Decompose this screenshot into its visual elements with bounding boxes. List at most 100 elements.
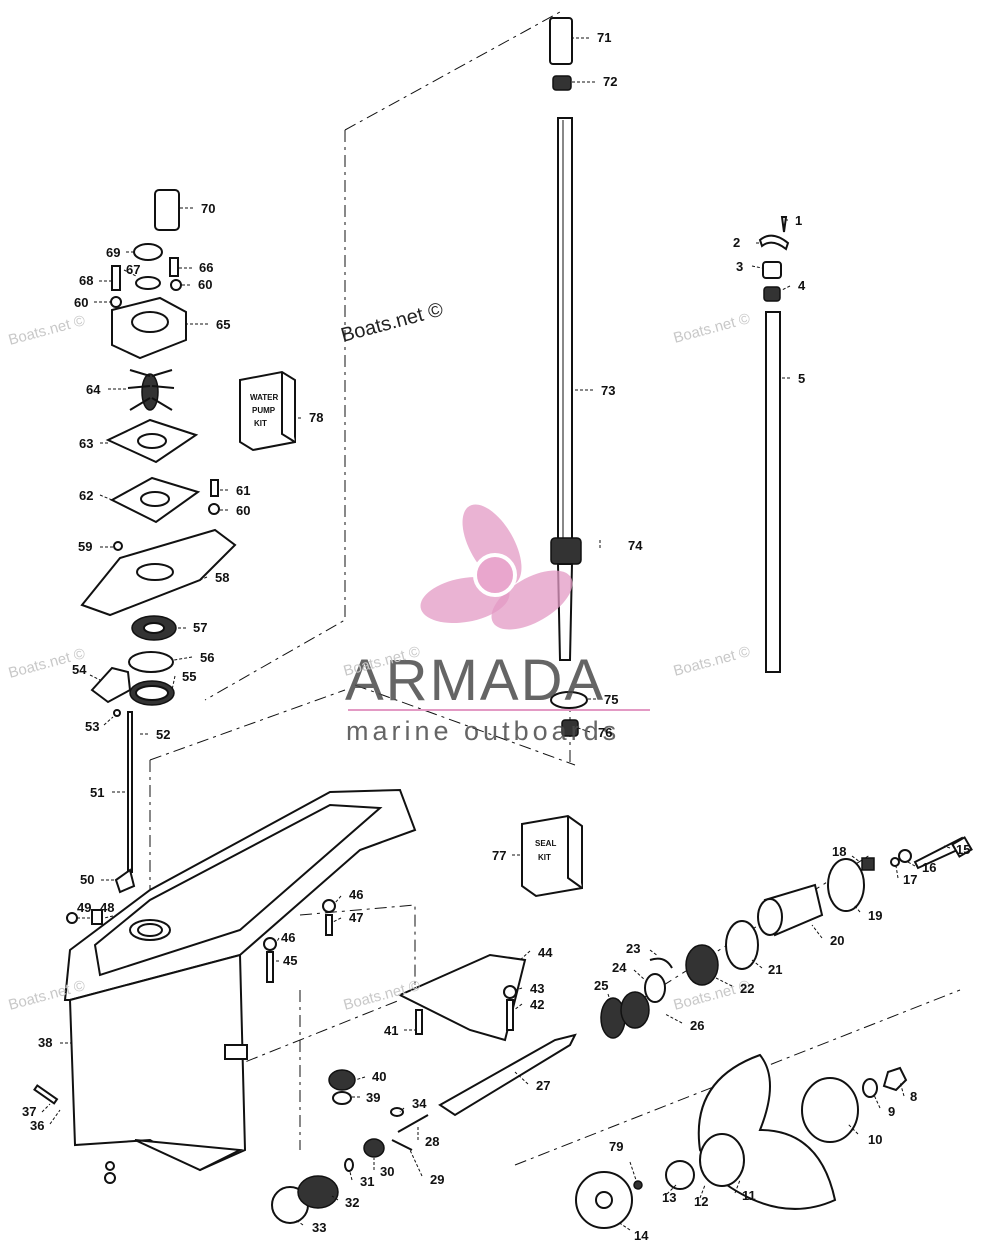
part-24 [644, 973, 666, 1003]
callout-77: 77 [492, 848, 506, 863]
gear-parts [271, 836, 973, 1224]
callout-75: 75 [604, 692, 618, 707]
callout-leader [847, 1123, 859, 1135]
part-30 [363, 1138, 385, 1158]
callout-34: 34 [412, 1096, 427, 1111]
callout-4: 4 [798, 278, 806, 293]
part-42 [506, 999, 514, 1031]
callout-24: 24 [612, 960, 627, 975]
callout-19: 19 [868, 908, 882, 923]
part-67 [135, 276, 161, 290]
part-29 [391, 1139, 413, 1151]
seal-kit-line-2: KIT [538, 853, 551, 862]
callout-61: 61 [236, 483, 250, 498]
part-71 [549, 17, 573, 65]
callout-leader [853, 904, 861, 913]
callout-30: 30 [380, 1164, 394, 1179]
callout-leader [781, 285, 791, 291]
callout-1: 1 [795, 213, 802, 228]
callout-leader [332, 917, 342, 923]
callout-leader [617, 1221, 631, 1231]
part-16 [898, 849, 912, 863]
callout-leader [629, 1161, 637, 1181]
callout-56: 56 [200, 650, 214, 665]
part-74-bearing [550, 537, 582, 565]
hardware-parts [33, 709, 517, 1184]
kit-label-line-1: WATER [250, 393, 279, 402]
callout-21: 21 [768, 962, 782, 977]
callout-leader [354, 1076, 366, 1081]
callout-2: 2 [733, 235, 740, 250]
callout-47: 47 [349, 910, 363, 925]
callout-leader [331, 1195, 339, 1201]
callout-leader [907, 861, 916, 867]
callout-53: 53 [85, 719, 99, 734]
part-17 [890, 857, 900, 867]
callout-68: 68 [79, 273, 93, 288]
part-41 [415, 1009, 423, 1035]
callout-46: 46 [349, 887, 363, 902]
callout-leader [577, 727, 591, 733]
callout-45: 45 [283, 953, 297, 968]
callout-32: 32 [345, 1195, 359, 1210]
callout-leader [49, 1109, 61, 1125]
callout-64: 64 [86, 382, 101, 397]
brand-name: ARMADA [345, 648, 605, 713]
callout-leader [943, 845, 951, 849]
callout-leader [349, 1171, 353, 1181]
part-70 [154, 189, 180, 231]
callout-74: 74 [628, 538, 643, 553]
callout-leader [649, 949, 659, 957]
part-53 [113, 709, 121, 717]
callout-leader [873, 1094, 881, 1109]
part-10-thrust [801, 1077, 859, 1143]
part-22-bearing [685, 944, 719, 986]
part-49 [66, 912, 78, 924]
callout-leader [89, 674, 101, 681]
callout-59: 59 [78, 539, 92, 554]
driveshaft-assembly [549, 17, 588, 737]
callout-leader [513, 1003, 523, 1011]
water-pump-assembly [80, 189, 237, 706]
callout-leader [173, 656, 193, 661]
kit-label-line-3: KIT [254, 419, 267, 428]
callout-70: 70 [201, 201, 215, 216]
callout-37: 37 [22, 1104, 36, 1119]
callout-leader [751, 959, 763, 969]
callout-leader [515, 987, 523, 991]
kit-label-line-2: PUMP [252, 406, 276, 415]
callout-leader [751, 265, 763, 269]
part-48 [91, 909, 103, 925]
armada-logo: ARMADA marine outboards [345, 504, 650, 746]
callout-71: 71 [597, 30, 611, 45]
callout-leader [633, 969, 646, 981]
callout-57: 57 [193, 620, 207, 635]
part-3 [762, 261, 782, 279]
part-64-impeller [127, 369, 175, 411]
part-60-washer-c [208, 503, 220, 515]
propeller-assembly [575, 1053, 908, 1229]
callout-25: 25 [594, 978, 608, 993]
callout-leader [715, 977, 733, 987]
part-44-trim-tab [397, 953, 527, 1042]
callout-29: 29 [430, 1172, 444, 1187]
callout-58: 58 [215, 570, 229, 585]
callout-20: 20 [830, 933, 844, 948]
part-65-bore [131, 311, 169, 333]
callout-72: 72 [603, 74, 617, 89]
callout-28: 28 [425, 1134, 439, 1149]
callout-60: 60 [198, 277, 212, 292]
callout-18: 18 [832, 844, 846, 859]
callout-51: 51 [90, 785, 104, 800]
callout-46: 46 [281, 930, 295, 945]
callout-23: 23 [626, 941, 640, 956]
callout-leader [103, 716, 114, 726]
callout-66: 66 [199, 260, 213, 275]
part-61 [210, 479, 219, 497]
callout-13: 13 [662, 1190, 676, 1205]
callout-67: 67 [126, 262, 140, 277]
part-68 [111, 265, 121, 291]
callout-49: 49 [77, 900, 91, 915]
part-79 [633, 1180, 643, 1190]
part-40-pinion [328, 1069, 356, 1091]
